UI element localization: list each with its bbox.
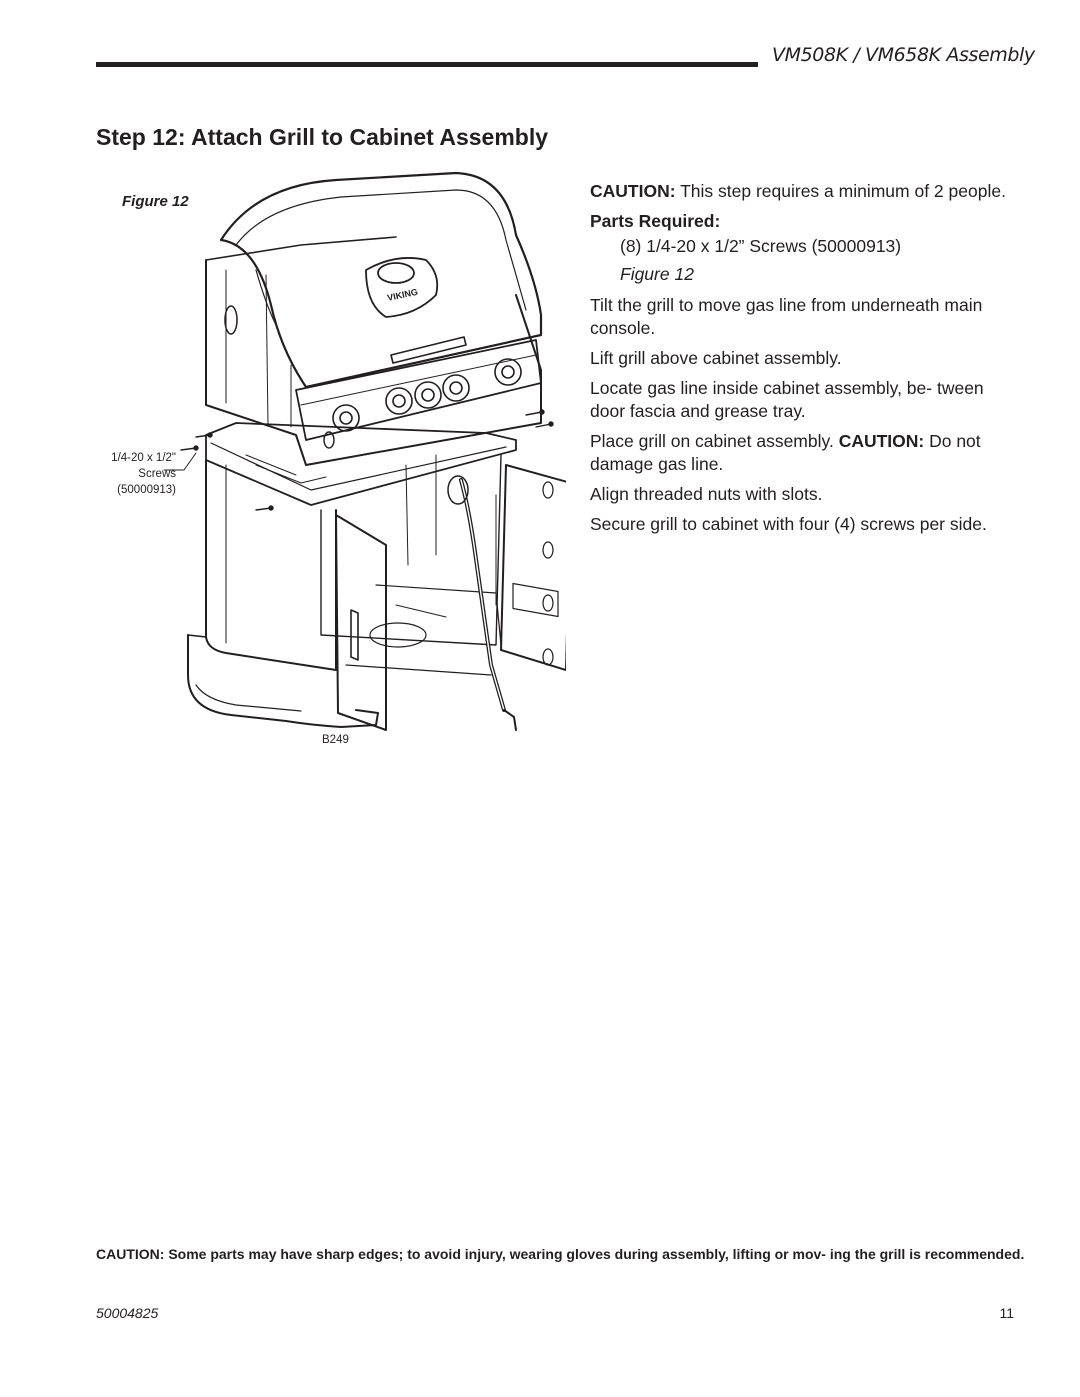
page-number: 11 (999, 1305, 1014, 1321)
cabinet-top-frame (205, 422, 517, 506)
callout-size: 1/4-20 x 1/2" (111, 452, 176, 464)
bottom-caution: CAUTION: Some parts may have sharp edges… (96, 1246, 1025, 1262)
control-knobs (332, 358, 522, 432)
figure-reference: Figure 12 (620, 264, 694, 284)
callout-part-number: (50000913) (117, 484, 176, 496)
cabinet-floor (375, 584, 502, 646)
document-number: 50004825 (96, 1305, 159, 1321)
control-console (295, 339, 542, 441)
figure-code: B249 (322, 734, 349, 746)
step4-text: Place grill on cabinet assembly. (590, 431, 839, 451)
badge-text: VIKING (386, 287, 418, 303)
step4-caution-text: Do not damage gas line. (590, 431, 981, 474)
instruction-step: Locate gas line inside cabinet assembly,… (590, 378, 984, 421)
brand-badge: VIKING (365, 257, 439, 318)
instruction-step: Secure grill to cabinet with four (4) sc… (590, 514, 987, 534)
instruction-step: Lift grill above cabinet assembly. (590, 348, 842, 368)
header-rule (96, 62, 758, 67)
screw-callout: 1/4-20 x 1/2" Screws (50000913) (96, 450, 176, 498)
header-title: VM508K / VM658K Assembly (772, 44, 1035, 66)
instruction-step: Tilt the grill to move gas line from und… (590, 295, 983, 338)
caution-label: CAUTION: (590, 181, 676, 201)
parts-item: (8) 1/4-20 x 1/2” Screws (50000913) (620, 236, 902, 256)
screw-icon (180, 409, 554, 511)
cabinet-base (187, 634, 379, 728)
grill-illustration: VIKING (163, 171, 566, 731)
grill-firebox (205, 259, 542, 466)
figure-label: Figure 12 (122, 193, 189, 210)
callout-name: Screws (138, 468, 176, 480)
left-door (335, 514, 387, 731)
grill-hood (219, 171, 543, 389)
caution-paragraph: CAUTION: This step requires a minimum of… (590, 180, 1010, 203)
instruction-step-caution: Place grill on cabinet assembly. CAUTION… (590, 430, 1010, 476)
caution-text: This step requires a minimum of 2 people… (675, 181, 1006, 201)
callout-leader (163, 452, 197, 471)
step4-caution-label: CAUTION: (838, 431, 925, 451)
instructions-column: CAUTION: This step requires a minimum of… (590, 180, 1010, 543)
cabinet-interior (320, 454, 502, 646)
cabinet-side-panel (205, 459, 337, 671)
parts-required-heading: Parts Required: (590, 211, 721, 231)
hood-handle (390, 336, 467, 364)
step-title: Step 12: Attach Grill to Cabinet Assembl… (96, 124, 549, 150)
right-door (500, 464, 566, 671)
instruction-step: Align threaded nuts with slots. (590, 484, 823, 504)
